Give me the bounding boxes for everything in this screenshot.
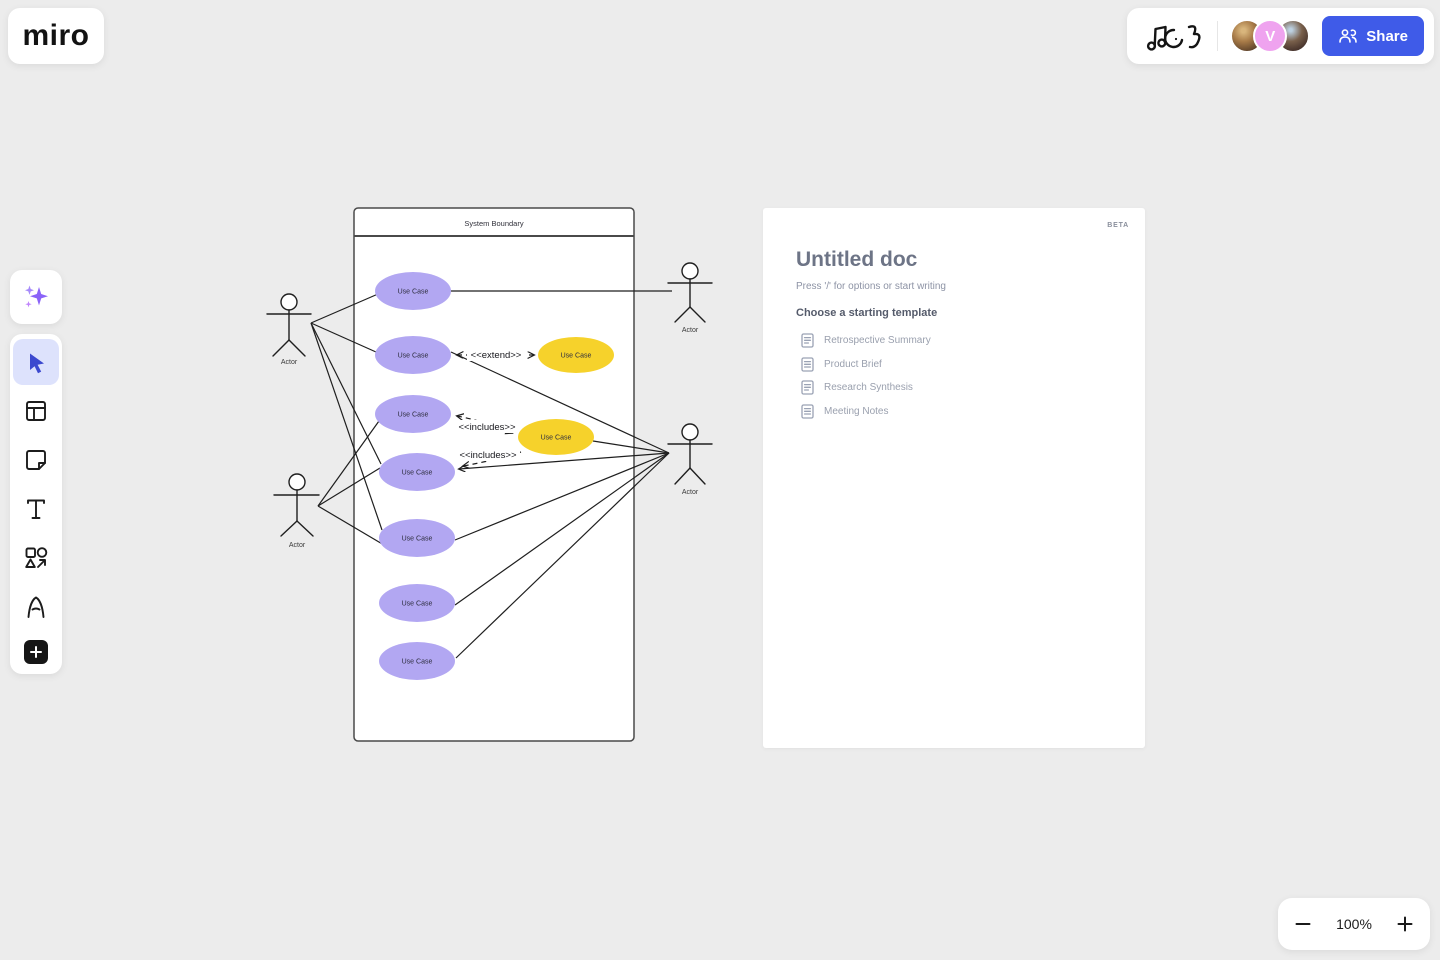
templates-tool-button[interactable] bbox=[13, 388, 59, 434]
connector-arrow bbox=[459, 452, 670, 469]
use-case-ellipses-accent[interactable] bbox=[518, 337, 614, 455]
template-item-product-brief[interactable]: Product Brief bbox=[796, 353, 1127, 377]
zoom-level[interactable]: 100% bbox=[1336, 916, 1372, 932]
ai-sparkles-icon bbox=[25, 285, 48, 308]
music-notes-doodle-icon bbox=[1143, 16, 1205, 56]
miro-logo-text: miro bbox=[22, 19, 90, 52]
collaborator-avatars: V bbox=[1230, 19, 1311, 53]
actor-bottom-right[interactable]: Actor bbox=[667, 423, 713, 496]
text-tool-button[interactable] bbox=[13, 486, 59, 532]
svg-text:Use Case: Use Case bbox=[402, 601, 433, 608]
shapes-icon bbox=[25, 546, 48, 568]
zoom-in-button[interactable] bbox=[1396, 915, 1414, 933]
template-list: Retrospective Summary Product Brief Rese… bbox=[796, 329, 1127, 423]
actor-top-left[interactable]: Actor bbox=[266, 293, 312, 366]
use-case-ellipses-primary[interactable] bbox=[375, 272, 455, 680]
includes-label-2: <<includes>> bbox=[459, 450, 516, 461]
add-tool-button[interactable] bbox=[24, 640, 48, 664]
pen-icon bbox=[27, 596, 45, 618]
svg-text:Actor: Actor bbox=[682, 327, 699, 334]
select-tool-button[interactable] bbox=[13, 338, 59, 385]
text-icon bbox=[27, 499, 45, 519]
svg-text:Use Case: Use Case bbox=[398, 412, 429, 419]
svg-text:Use Case: Use Case bbox=[398, 289, 429, 296]
templates-icon bbox=[26, 400, 46, 421]
ai-assistant-button[interactable] bbox=[10, 270, 62, 324]
document-icon bbox=[801, 333, 814, 348]
templates-heading: Choose a starting template bbox=[796, 307, 938, 319]
miro-logo[interactable]: miro bbox=[8, 8, 104, 64]
template-item-retrospective-summary[interactable]: Retrospective Summary bbox=[796, 329, 1127, 353]
includes-label-1: <<includes>> bbox=[458, 422, 515, 433]
document-icon bbox=[801, 404, 814, 419]
svg-text:Use Case: Use Case bbox=[402, 470, 433, 477]
share-button[interactable]: Share bbox=[1322, 16, 1424, 56]
sticky-note-icon bbox=[26, 449, 46, 470]
doc-title[interactable]: Untitled doc bbox=[796, 248, 918, 271]
zoom-out-button[interactable] bbox=[1294, 915, 1312, 933]
header-bar: V Share bbox=[1127, 8, 1434, 64]
minus-icon bbox=[1295, 923, 1311, 925]
header-divider bbox=[1217, 21, 1219, 51]
share-label: Share bbox=[1366, 27, 1408, 45]
stereotype-labels: <<extend>> <<includes>> <<includes>> bbox=[455, 348, 525, 461]
actor-top-right[interactable]: Actor bbox=[667, 262, 713, 334]
sticky-note-tool-button[interactable] bbox=[13, 437, 59, 483]
document-icon bbox=[801, 357, 814, 372]
svg-text:Use Case: Use Case bbox=[561, 353, 592, 360]
svg-text:Use Case: Use Case bbox=[398, 353, 429, 360]
collaborator-avatar-2[interactable]: V bbox=[1253, 19, 1288, 53]
extend-label: <<extend>> bbox=[471, 350, 522, 361]
svg-text:Actor: Actor bbox=[682, 489, 699, 496]
template-item-meeting-notes[interactable]: Meeting Notes bbox=[796, 400, 1127, 424]
beta-badge: BETA bbox=[1107, 222, 1129, 229]
svg-text:Use Case: Use Case bbox=[402, 536, 433, 543]
template-item-research-synthesis[interactable]: Research Synthesis bbox=[796, 376, 1127, 400]
actor-bottom-left[interactable]: Actor bbox=[273, 473, 320, 549]
doc-panel[interactable]: BETA Untitled doc Press '/' for options … bbox=[763, 208, 1145, 748]
pen-tool-button[interactable] bbox=[13, 584, 59, 630]
cursor-icon bbox=[30, 353, 44, 373]
document-icon bbox=[801, 380, 814, 395]
connectors bbox=[310, 290, 672, 659]
doc-hint: Press '/' for options or start writing bbox=[796, 281, 946, 292]
tools-panel bbox=[10, 334, 62, 674]
plus-icon bbox=[1397, 916, 1413, 932]
system-boundary-label: System Boundary bbox=[464, 219, 523, 228]
svg-text:Actor: Actor bbox=[281, 359, 298, 366]
shapes-tool-button[interactable] bbox=[13, 535, 59, 581]
use-case-labels: Use Case Use Case Use Case Use Case Use … bbox=[398, 289, 592, 666]
zoom-controls: 100% bbox=[1278, 898, 1430, 950]
svg-text:Use Case: Use Case bbox=[541, 435, 572, 442]
svg-text:Actor: Actor bbox=[289, 542, 306, 549]
plus-icon bbox=[30, 646, 42, 658]
people-icon bbox=[1339, 29, 1358, 43]
svg-text:Use Case: Use Case bbox=[402, 659, 433, 666]
